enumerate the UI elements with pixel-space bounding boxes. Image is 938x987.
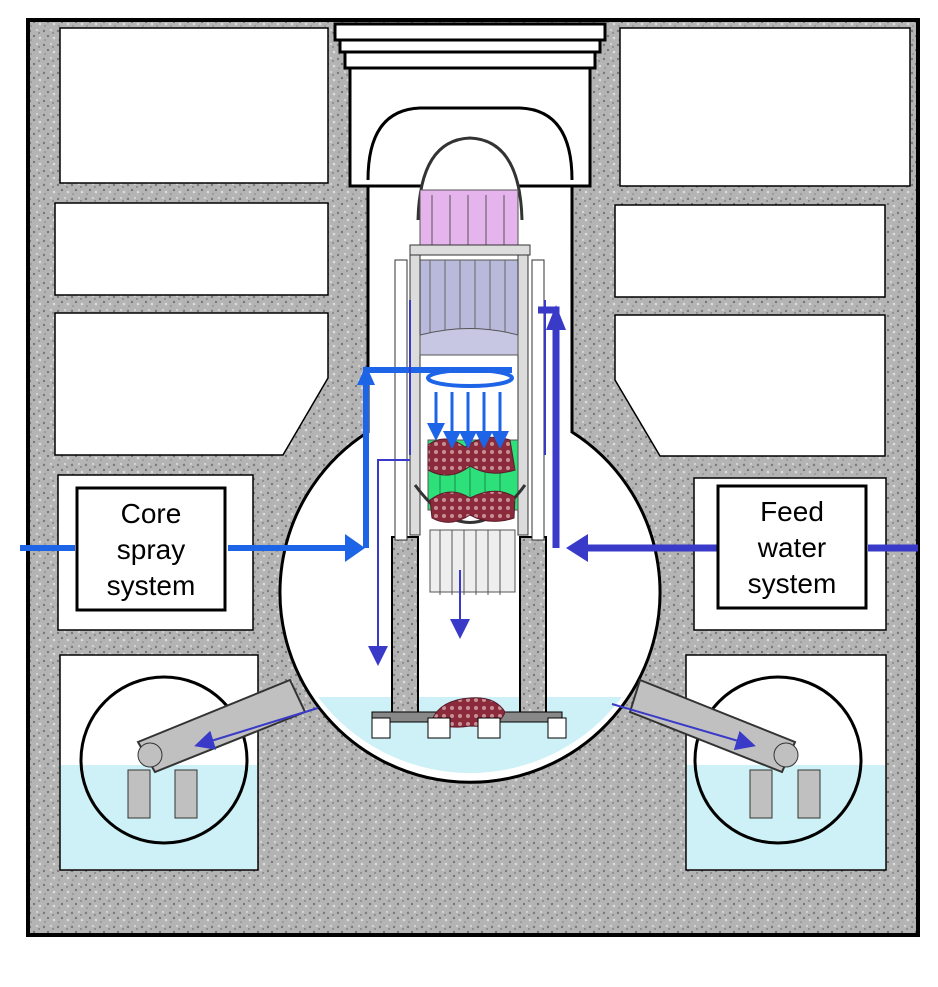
svg-text:system: system (107, 570, 196, 601)
pool-torus (693, 675, 863, 845)
pool-torus (79, 675, 249, 845)
room (614, 204, 886, 298)
core-spray-line-1: Core (121, 498, 182, 529)
pedestal-right (519, 536, 547, 718)
feed-water-line-1: Feed (760, 496, 824, 527)
feed-water-label-box: Feed water system (716, 484, 868, 610)
vent-header (773, 742, 799, 768)
vent-downcomer (797, 769, 821, 819)
room (54, 202, 329, 296)
svg-text:water: water (757, 532, 826, 563)
downcomer (477, 717, 501, 739)
leakage-arrows (194, 300, 756, 751)
room (614, 314, 886, 457)
core-spray-line-2: spray (117, 534, 185, 565)
svg-text:Core: Core (121, 498, 182, 529)
svg-text:Feed: Feed (760, 496, 824, 527)
feed-water-line-3: system (748, 568, 837, 599)
core-spray-label-box: Core spray system (75, 486, 227, 612)
downcomer (547, 717, 567, 739)
core-spray-flow (20, 365, 514, 562)
core-debris-lower (429, 490, 516, 523)
core-spray-line-3: system (107, 570, 196, 601)
room (619, 27, 911, 187)
vent-downcomer (127, 769, 151, 819)
downcomer (371, 717, 391, 739)
room (54, 312, 329, 456)
downcomer (427, 717, 451, 739)
vent-downcomer (174, 769, 198, 819)
spray-arrows (427, 392, 509, 449)
room (59, 27, 329, 184)
svg-text:spray: spray (117, 534, 185, 565)
vent-downcomer (749, 769, 773, 819)
pool-water (687, 765, 885, 869)
top-plug (333, 22, 607, 42)
pool-water (61, 765, 257, 869)
svg-text:system: system (748, 568, 837, 599)
feed-water-line-2: water (757, 532, 826, 563)
vent-header (137, 742, 163, 768)
pedestal-left (391, 536, 419, 718)
